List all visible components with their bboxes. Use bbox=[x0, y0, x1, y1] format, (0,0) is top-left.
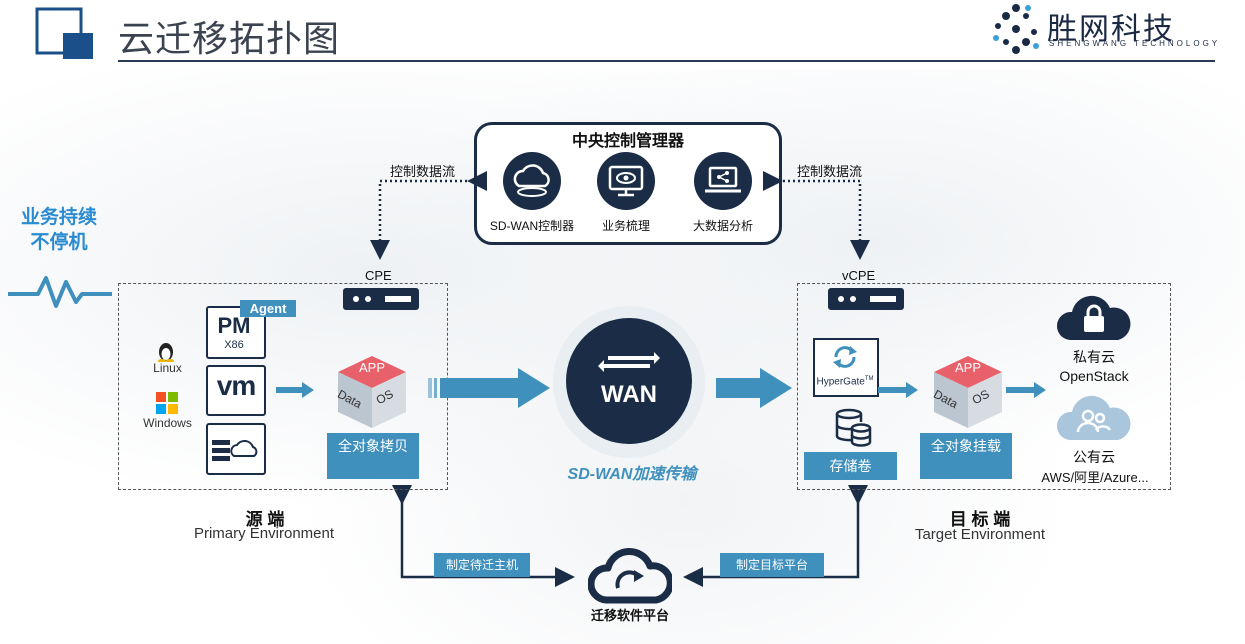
vm-label: vm bbox=[216, 370, 256, 401]
header-logo-square-icon bbox=[35, 7, 93, 59]
windows-label: Windows bbox=[143, 416, 192, 430]
source-app-data-os-cube bbox=[338, 356, 406, 428]
agent-tag: Agent bbox=[249, 301, 287, 316]
public-cloud-label: 公有云 bbox=[1073, 449, 1115, 465]
target-cloud-arrow bbox=[1006, 382, 1046, 398]
wan-exchange-arrows-icon bbox=[598, 352, 660, 372]
hypergate-label: HyperGateTM bbox=[815, 376, 875, 387]
wan-circle bbox=[566, 318, 692, 444]
business-review-circle bbox=[597, 152, 655, 210]
server-cloud-icon bbox=[212, 440, 258, 461]
vcpe-device-icon bbox=[828, 288, 904, 310]
full-object-mount-button[interactable]: 全对象挂载 bbox=[920, 433, 1012, 479]
company-logo-icon bbox=[993, 4, 1039, 54]
source-cube-app: APP bbox=[358, 360, 385, 375]
full-object-copy-button[interactable]: 全对象拷贝 bbox=[327, 433, 419, 479]
migration-platform-cloud-icon bbox=[588, 547, 672, 604]
source-to-wan-arrow bbox=[428, 368, 550, 408]
company-subtitle: SHENGWANG TECHNOLOGY bbox=[1049, 39, 1221, 48]
big-data-circle bbox=[694, 152, 752, 210]
control-flow-left-label: 控制数据流 bbox=[390, 164, 456, 179]
target-environment-box bbox=[797, 283, 1171, 490]
target-env-subtitle: Target Environment bbox=[914, 526, 1046, 543]
designate-source-host-tag: 制定待迁主机 bbox=[434, 553, 530, 577]
business-review-label: 业务梳理 bbox=[601, 219, 650, 233]
target-app-data-os-cube bbox=[934, 356, 1002, 428]
big-data-label: 大数据分析 bbox=[692, 219, 753, 233]
continuity-label: 业务持续不停机 bbox=[20, 207, 97, 253]
hypergate-tm: TM bbox=[864, 376, 874, 382]
vcpe-label: vCPE bbox=[842, 268, 876, 283]
title-underline bbox=[118, 60, 1215, 62]
windows-logo-icon bbox=[156, 392, 178, 414]
control-flow-right-label: 控制数据流 bbox=[797, 164, 863, 179]
page-title: 云迁移拓扑图 bbox=[118, 18, 341, 59]
public-cloud-users-icon bbox=[1056, 395, 1131, 440]
wan-to-target-arrow bbox=[716, 368, 792, 408]
sdwan-controller-label: SD-WAN控制器 bbox=[489, 219, 575, 233]
cloud-icon bbox=[513, 164, 550, 197]
public-cloud-providers: AWS/阿里/Azure... bbox=[1041, 470, 1149, 485]
target-cube-app: APP bbox=[954, 360, 981, 375]
sdwan-acceleration-caption: SD-WAN加速传输 bbox=[567, 466, 697, 483]
linux-label: Linux bbox=[153, 361, 182, 375]
private-cloud-label: 私有云 bbox=[1073, 349, 1115, 365]
cpe-label: CPE bbox=[365, 268, 392, 283]
openstack-label: OpenStack bbox=[1059, 368, 1129, 384]
hypergate-arrow bbox=[878, 382, 918, 398]
database-icon bbox=[835, 408, 872, 447]
storage-volume-button[interactable]: 存储卷 bbox=[804, 452, 897, 480]
private-cloud-lock-icon bbox=[1056, 295, 1131, 340]
heartbeat-wave-icon bbox=[8, 276, 112, 308]
target-env-title: 目 标 端 bbox=[949, 510, 1011, 529]
source-arrow-small bbox=[276, 382, 314, 398]
central-manager-title: 中央控制管理器 bbox=[571, 133, 684, 150]
monitor-eye-icon bbox=[608, 165, 644, 197]
source-env-title: 源 端 bbox=[245, 510, 285, 529]
hypergate-name: HyperGate bbox=[816, 376, 865, 388]
migration-platform-label: 迁移软件平台 bbox=[590, 608, 669, 623]
sdwan-controller-circle bbox=[503, 152, 561, 210]
source-env-subtitle: Primary Environment bbox=[193, 525, 335, 542]
agent-tag-bg bbox=[240, 300, 296, 317]
vm-box bbox=[206, 365, 266, 416]
company-name: 胜网科技 bbox=[1047, 13, 1175, 46]
cpe-device-icon bbox=[343, 288, 419, 310]
pm-x86-label: X86 bbox=[224, 339, 244, 351]
wan-label: WAN bbox=[601, 381, 657, 408]
designate-target-platform-tag: 制定目标平台 bbox=[720, 553, 824, 577]
pm-label: PM bbox=[217, 313, 251, 338]
linux-penguin-icon bbox=[155, 340, 177, 367]
laptop-share-icon bbox=[705, 166, 741, 193]
refresh-sync-icon bbox=[833, 346, 857, 368]
